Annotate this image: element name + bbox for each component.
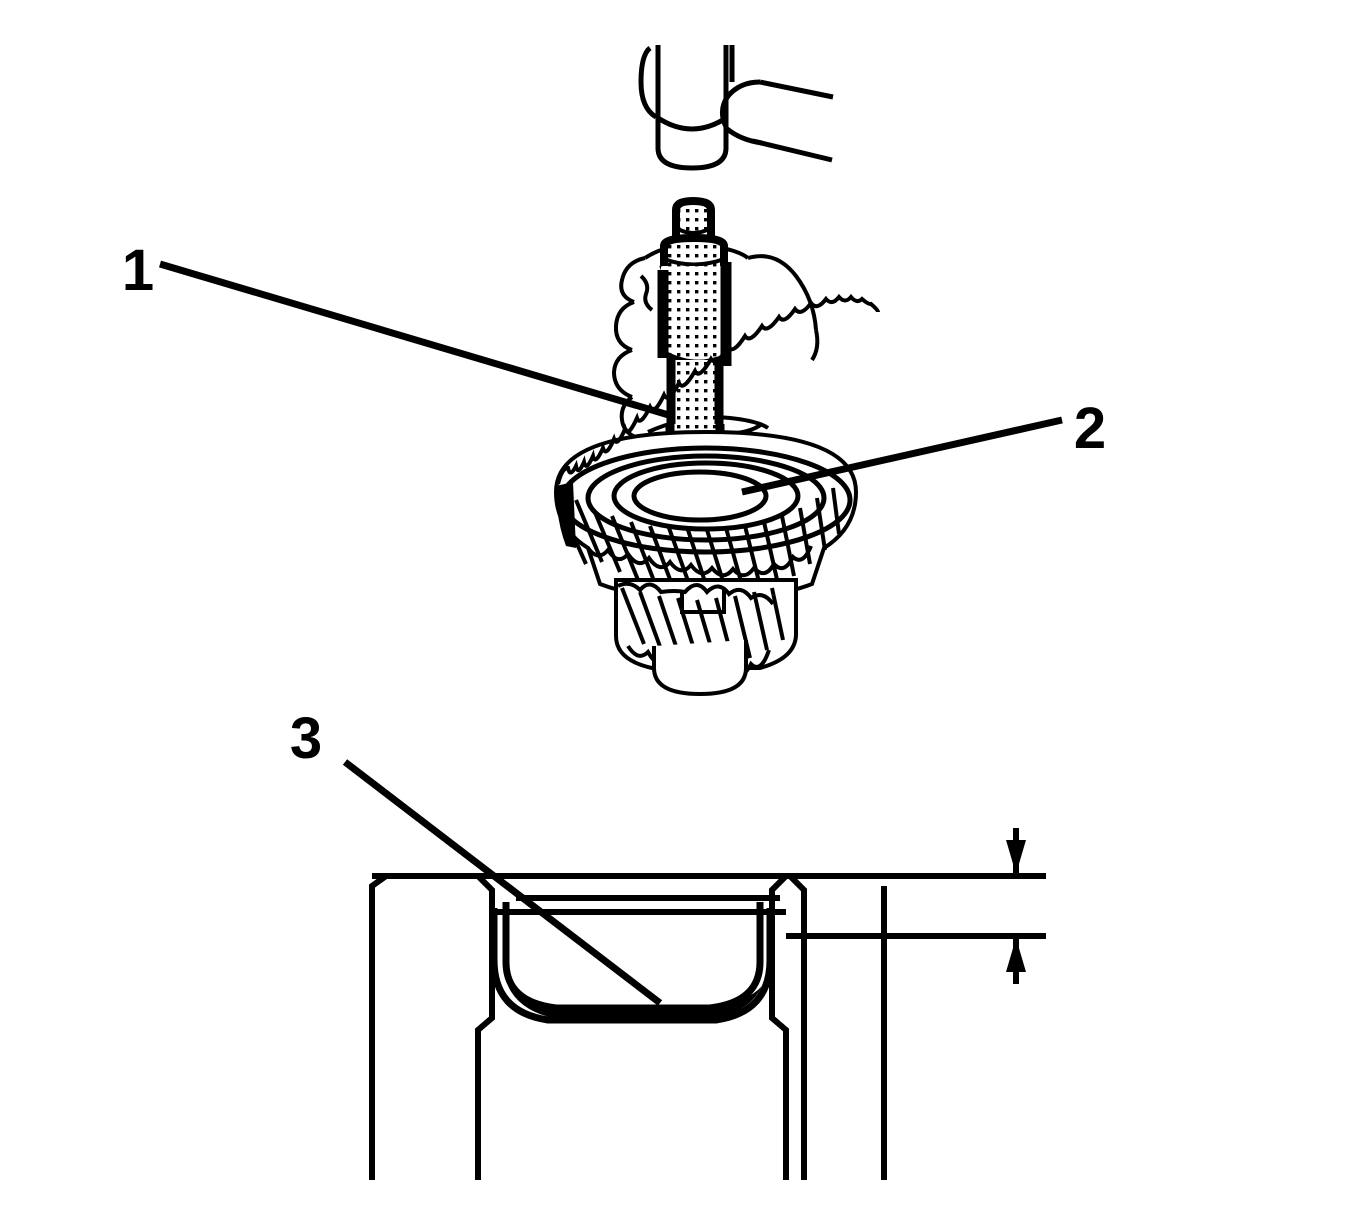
hammer-handle-neck-upper (720, 79, 761, 129)
gear-rim-left-shadow (556, 482, 576, 548)
lower-gear-keyway-detail (680, 588, 726, 614)
gear-face-ring-mid (585, 453, 827, 543)
gear-shaft-stub (652, 640, 748, 697)
hand-back-upper (747, 254, 818, 331)
callout-3-leader-line (342, 759, 663, 1006)
housing-left-outer-wall (369, 873, 388, 1180)
gear-rim-scallop-edge (586, 545, 813, 578)
hammer-head-far-edge (638, 46, 658, 120)
dimension-arrow-upper (1006, 840, 1026, 874)
hand-back-lower (810, 329, 820, 362)
gear-face-ring-hub (631, 469, 769, 523)
housing-right-bore-step (769, 873, 789, 1180)
callout-3-label: 3 (290, 706, 322, 771)
dimension-arrow-lower (1006, 938, 1026, 972)
gear-top-tooth-ring (556, 293, 880, 485)
tool-tip-cylinder-base-arc (674, 226, 712, 235)
cup-plug-outer-profile (490, 908, 774, 1024)
housing-left-bore-step (475, 873, 495, 1180)
cup-plug-solid-bottom (508, 986, 762, 1019)
callout-2-leader-line (741, 416, 1063, 496)
hammer-handle-top-edge (759, 79, 834, 100)
callout-group: 1 2 3 (122, 238, 1106, 1006)
callout-2: 2 (741, 396, 1106, 496)
tool-collar-outline (660, 233, 728, 268)
callout-1-leader-line (159, 260, 673, 420)
tool-grip-fill (661, 266, 728, 362)
hand-knuckle-2 (613, 300, 635, 352)
gear-face-ring-inner (611, 460, 801, 532)
hammer-tool (638, 45, 834, 171)
callout-1: 1 (122, 238, 673, 420)
tool-collar-base-arc (663, 257, 725, 267)
tool-tip-cylinder-outline (672, 196, 715, 242)
hand-crease-1 (639, 274, 654, 312)
callout-3: 3 (290, 706, 663, 1006)
callout-1-label: 1 (122, 238, 154, 303)
hammer-head-body (655, 45, 729, 171)
lower-gear-top-notches (617, 581, 775, 606)
hammer-handle-bottom-edge (752, 138, 833, 163)
hand-knuckle-3 (611, 348, 633, 399)
callout-2-label: 2 (1074, 396, 1106, 461)
lower-view-cross-section (369, 828, 1046, 1180)
hand-knuckle-1 (619, 256, 646, 304)
plug-depth-dimension (1006, 828, 1026, 984)
hammer-head-band (656, 115, 728, 132)
upper-view-gear-and-tool (553, 45, 880, 697)
housing-right-chamfer (787, 873, 807, 1180)
shaft-stub-outline (652, 640, 748, 697)
